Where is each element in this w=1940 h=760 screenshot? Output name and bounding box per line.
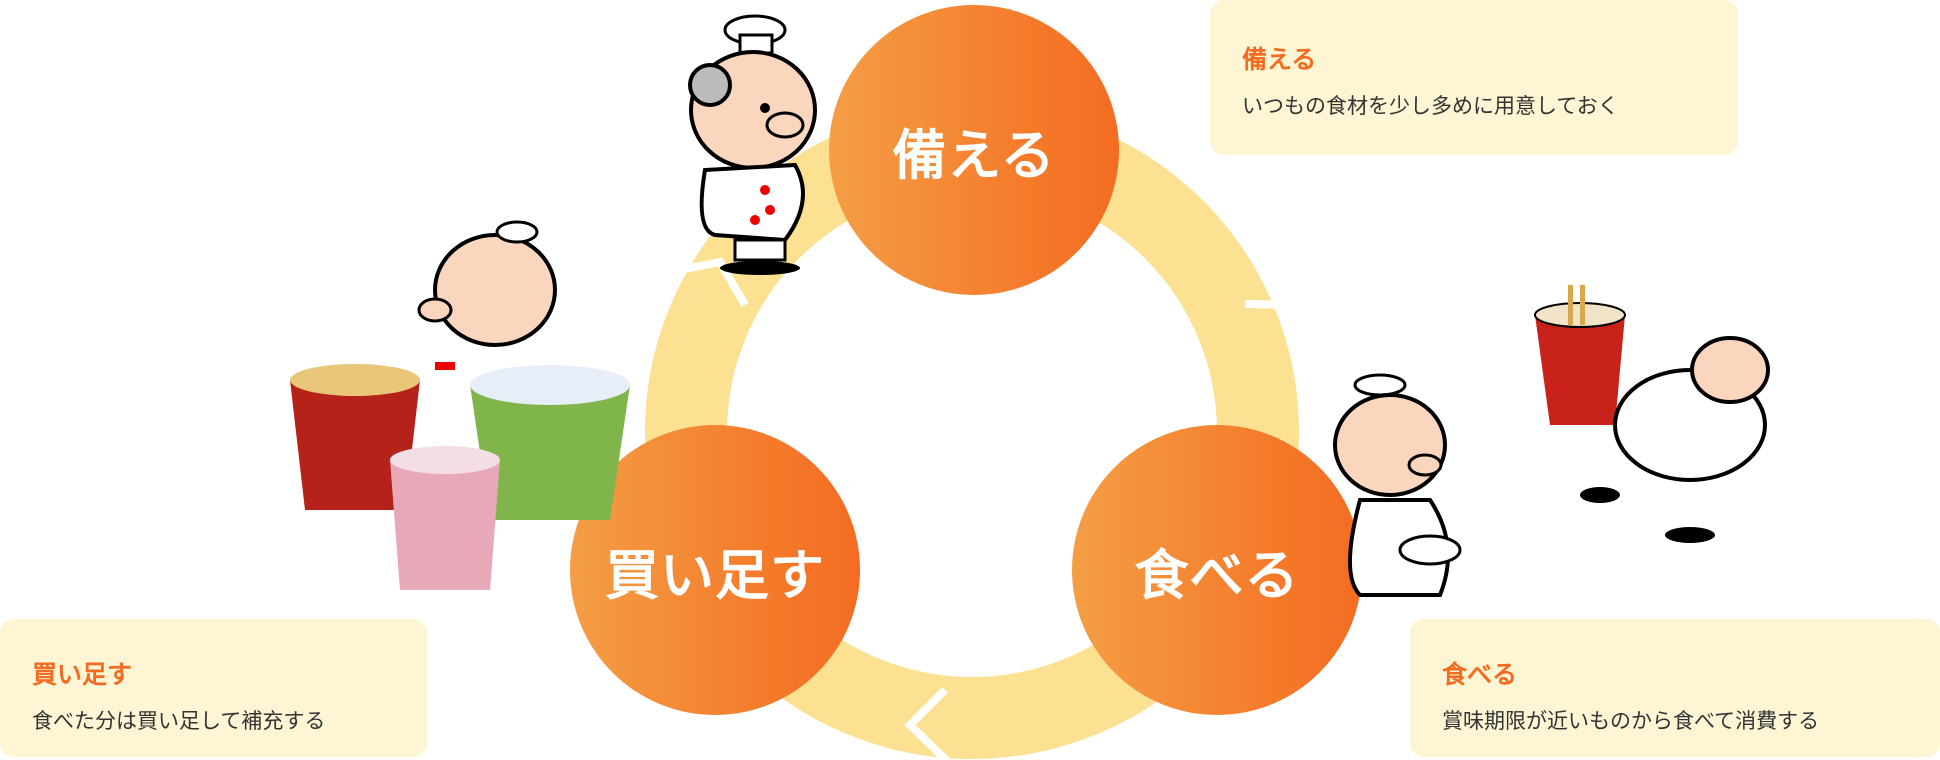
pig-chef-full-lying-illustration: [1534, 285, 1770, 543]
step-label: 食べる: [1134, 543, 1300, 607]
info-title: 買い足す: [32, 660, 133, 689]
arrow-gap-right: [1244, 267, 1330, 310]
cup-noodle-red: [290, 364, 420, 510]
info-description: いつもの食材を少し多めに用意しておく: [1242, 94, 1619, 118]
cup-noodle-green: [470, 365, 630, 520]
step-circle-restock: 買い足す: [570, 425, 860, 715]
cup-noodle-pink: [390, 446, 500, 590]
info-box-restock: 買い足す 食べた分は買い足して補充する: [0, 619, 427, 757]
info-box-prepare: 備える いつもの食材を少し多めに用意しておく: [1210, 0, 1738, 155]
info-title: 食べる: [1442, 660, 1518, 689]
step-label: 買い足す: [605, 543, 825, 607]
step-circle-prepare: 備える: [829, 5, 1119, 295]
info-description: 賞味期限が近いものから食べて消費する: [1442, 709, 1820, 733]
info-title: 備える: [1242, 45, 1317, 74]
arrow-gap-left: [679, 257, 749, 308]
step-label: 備える: [892, 123, 1056, 187]
step-circle-eat: 食べる: [1072, 425, 1362, 715]
pig-chef-cup-noodles-illustration: [290, 220, 630, 590]
info-description: 食べた分は買い足して補充する: [32, 709, 326, 733]
info-box-eat: 食べる 賞味期限が近いものから食べて消費する: [1410, 619, 1940, 757]
arrow-gap-bottom: [904, 687, 949, 760]
pig-chef-eating-illustration: [1333, 373, 1462, 597]
pig-chef-magnifier-illustration: [688, 14, 817, 275]
